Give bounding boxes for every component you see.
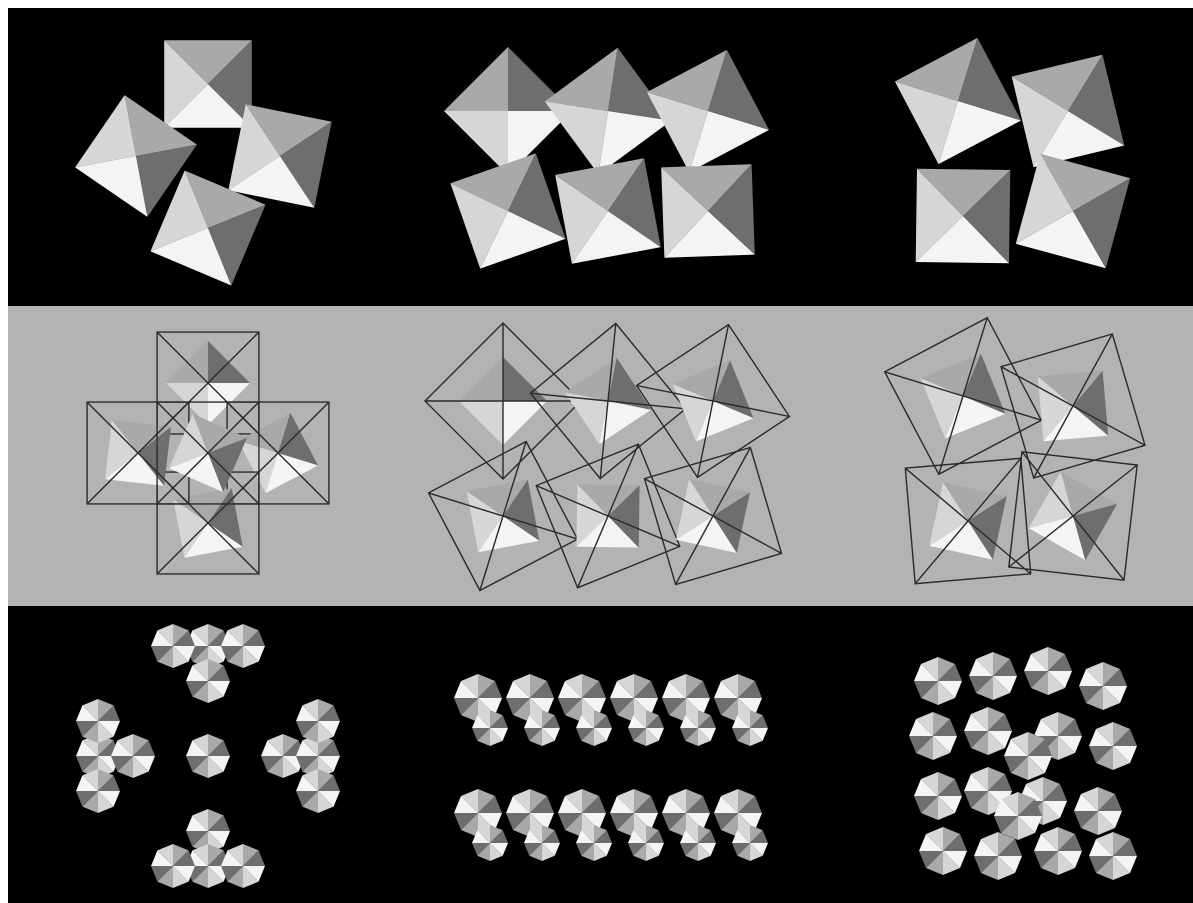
figure-frame xyxy=(8,8,1193,903)
polyhedra-figure xyxy=(8,8,1193,903)
